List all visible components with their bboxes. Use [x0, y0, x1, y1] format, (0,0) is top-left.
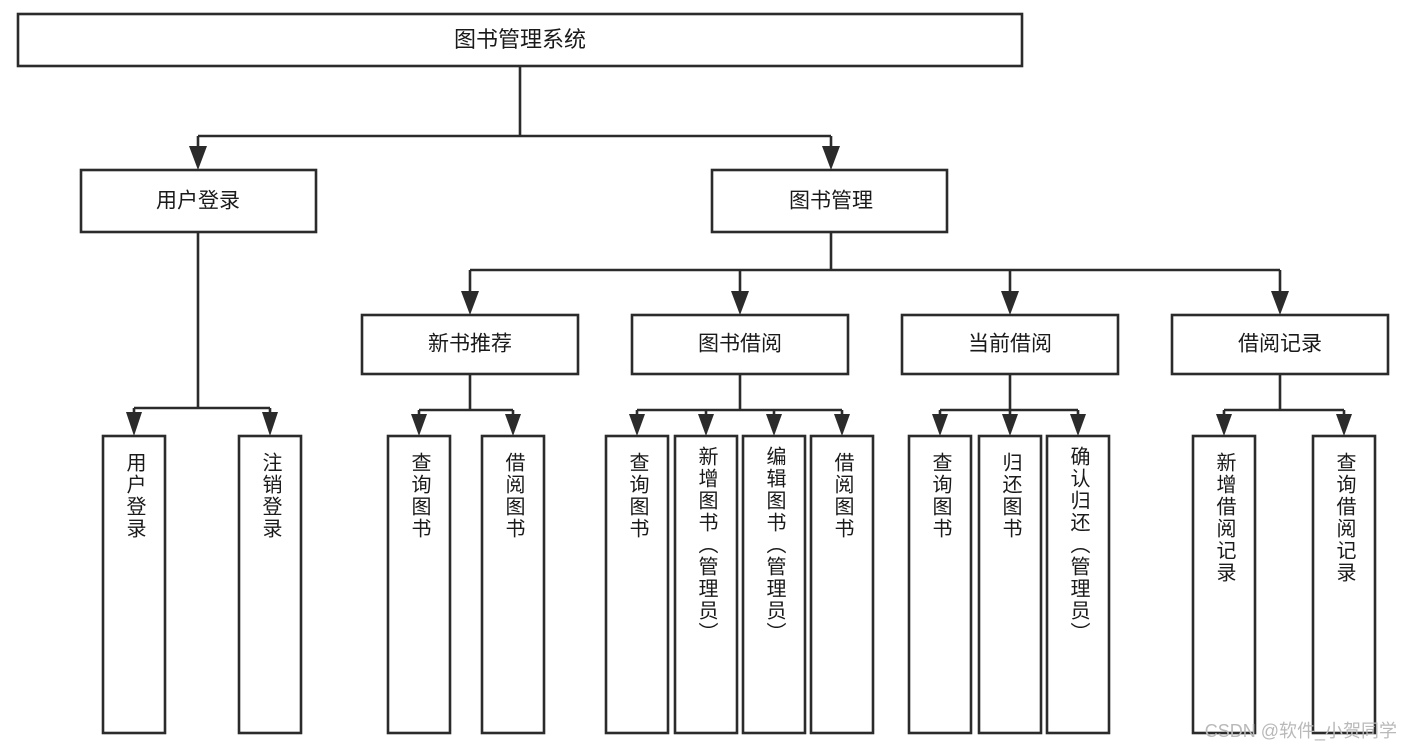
leaf-node[interactable]: 注销登录 — [237, 434, 303, 735]
node-current-borrow[interactable]: 当前借阅 — [900, 313, 1120, 376]
leaf-nb-borrow-book-label: 借阅图书 — [502, 452, 525, 540]
node-book-borrow-label: 图书借阅 — [698, 333, 782, 356]
arrowhead-bb-add — [698, 414, 714, 436]
arrowhead-br-query — [1336, 414, 1352, 436]
leaf-cb-return-book-label: 归还图书 — [999, 452, 1022, 540]
node-user-login-label: 用户登录 — [156, 190, 240, 213]
node-book-management[interactable]: 图书管理 — [710, 168, 949, 234]
leaf-bb-add-book-box[interactable] — [673, 434, 739, 735]
arrowhead-borrow-record — [1271, 291, 1289, 315]
node-book-management-label: 图书管理 — [789, 190, 873, 213]
leaf-br-add-record-label: 新增借阅记录 — [1213, 452, 1236, 584]
leaf-cb-query-book-box[interactable] — [907, 434, 973, 735]
leaf-br-query-record-label: 查询借阅记录 — [1333, 452, 1356, 584]
leaf-node[interactable]: 借阅图书 — [480, 434, 546, 735]
node-current-borrow-label: 当前借阅 — [968, 333, 1052, 356]
arrowhead-cb-return — [1002, 414, 1018, 436]
leaf-cb-confirm-return-box[interactable] — [1045, 434, 1111, 735]
leaf-node[interactable]: 查询借阅记录 — [1311, 434, 1377, 735]
node-root-label: 图书管理系统 — [454, 27, 586, 52]
leaf-node[interactable]: 用户登录 — [101, 434, 167, 735]
node-borrow-record[interactable]: 借阅记录 — [1170, 313, 1390, 376]
leaf-bb-add-book-label: 新增图书（管理员） — [695, 446, 718, 644]
leaf-node[interactable]: 借阅图书 — [809, 434, 875, 735]
node-user-login[interactable]: 用户登录 — [79, 168, 318, 234]
leaf-br-query-record-box[interactable] — [1311, 434, 1377, 735]
node-user-login-box[interactable] — [79, 168, 318, 234]
leaf-bb-borrow-book-label: 借阅图书 — [831, 452, 854, 540]
arrowhead-current-borrow — [1001, 291, 1019, 315]
leaf-cb-return-book-box[interactable] — [977, 434, 1043, 735]
arrowhead-bb-edit — [766, 414, 782, 436]
connector-layer — [126, 66, 1352, 436]
node-book-borrow-box[interactable] — [630, 313, 850, 376]
node-borrow-record-box[interactable] — [1170, 313, 1390, 376]
arrowhead-user-login — [189, 146, 207, 170]
leaf-br-add-record-box[interactable] — [1191, 434, 1257, 735]
node-borrow-record-label: 借阅记录 — [1238, 333, 1322, 356]
leaf-bb-query-book-label: 查询图书 — [626, 452, 649, 540]
leaf-node[interactable]: 新增图书（管理员） — [673, 434, 739, 735]
arrowhead-bb-borrow — [834, 414, 850, 436]
leaf-nb-borrow-book-box[interactable] — [480, 434, 546, 735]
leaf-bb-borrow-book-box[interactable] — [809, 434, 875, 735]
node-root-box[interactable] — [16, 12, 1024, 68]
leaf-nb-query-book-label: 查询图书 — [408, 452, 431, 540]
leaf-cb-confirm-return-label: 确认归还（管理员） — [1067, 446, 1090, 644]
arrowhead-cb-query — [932, 414, 948, 436]
node-new-book-recommend-box[interactable] — [360, 313, 580, 376]
arrowhead-new-book — [461, 291, 479, 315]
arrowhead-leaf-user-login — [126, 412, 142, 436]
node-current-borrow-box[interactable] — [900, 313, 1120, 376]
leaf-nb-query-book-box[interactable] — [386, 434, 452, 735]
leaf-node[interactable]: 查询图书 — [386, 434, 452, 735]
leaf-node[interactable]: 查询图书 — [907, 434, 973, 735]
leaf-user-login-label: 用户登录 — [123, 452, 146, 540]
node-book-management-box[interactable] — [710, 168, 949, 234]
node-book-borrow[interactable]: 图书借阅 — [630, 313, 850, 376]
node-new-book-recommend-label: 新书推荐 — [428, 333, 512, 356]
leaf-bb-edit-book-label: 编辑图书（管理员） — [763, 446, 786, 644]
leaf-user-login-box[interactable] — [101, 434, 167, 735]
arrowhead-bb-query — [629, 414, 645, 436]
leaf-logout-label: 注销登录 — [259, 452, 282, 540]
leaf-bb-query-book-box[interactable] — [604, 434, 670, 735]
leaf-node[interactable]: 查询图书 — [604, 434, 670, 735]
leaf-node[interactable]: 新增借阅记录 — [1191, 434, 1257, 735]
node-new-book-recommend[interactable]: 新书推荐 — [360, 313, 580, 376]
arrowhead-leaf-logout — [262, 412, 278, 436]
arrowhead-nb-query — [411, 414, 427, 436]
leaf-cb-query-book-label: 查询图书 — [929, 452, 952, 540]
leaf-node[interactable]: 确认归还（管理员） — [1045, 434, 1111, 735]
leaf-logout-box[interactable] — [237, 434, 303, 735]
leaf-node[interactable]: 归还图书 — [977, 434, 1043, 735]
leaf-bb-edit-book-box[interactable] — [741, 434, 807, 735]
arrowhead-book-mgmt — [822, 146, 840, 170]
arrowhead-book-borrow — [731, 291, 749, 315]
leaf-node[interactable]: 编辑图书（管理员） — [741, 434, 807, 735]
node-root[interactable]: 图书管理系统 — [16, 12, 1024, 68]
arrowhead-cb-confirm — [1070, 414, 1086, 436]
arrowhead-nb-borrow — [505, 414, 521, 436]
arrowhead-br-add — [1216, 414, 1232, 436]
